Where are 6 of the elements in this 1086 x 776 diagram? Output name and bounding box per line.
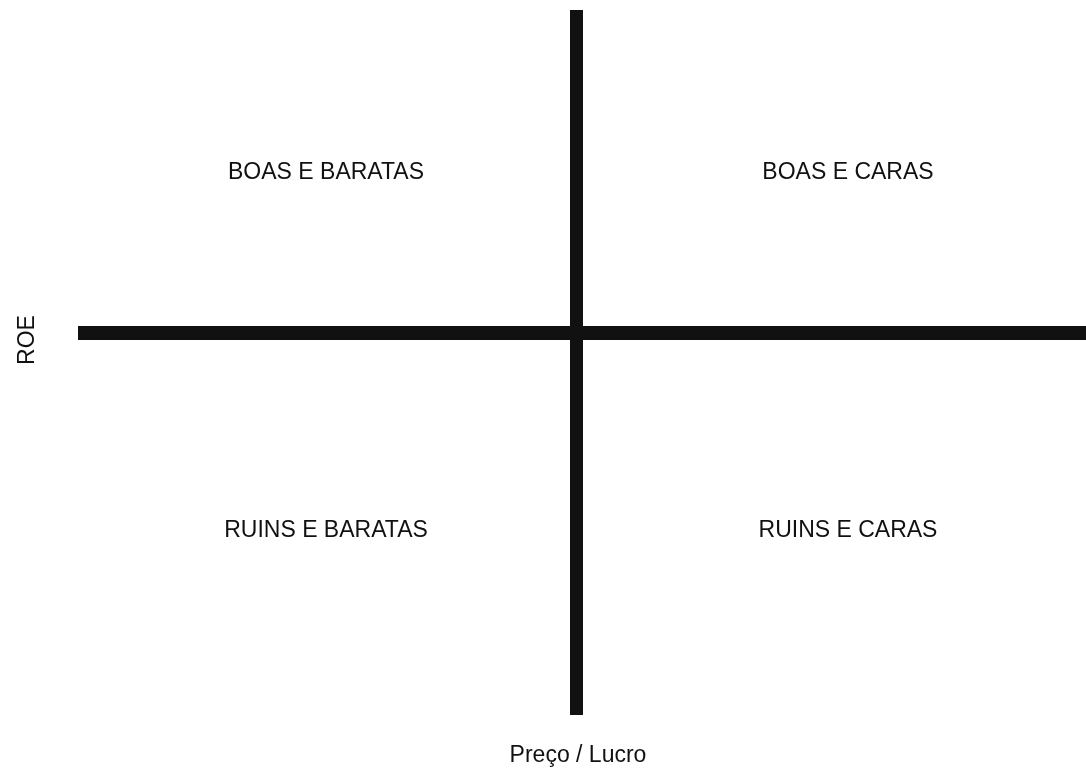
quadrant-label: RUINS E BARATAS (224, 517, 428, 543)
axis-label: ROE (14, 315, 40, 365)
quadrant-label: BOAS E BARATAS (228, 159, 424, 185)
axis-label: Preço / Lucro (509, 742, 647, 768)
quadrant-label: RUINS E CARAS (758, 517, 938, 543)
quadrant-label: BOAS E CARAS (762, 159, 934, 185)
